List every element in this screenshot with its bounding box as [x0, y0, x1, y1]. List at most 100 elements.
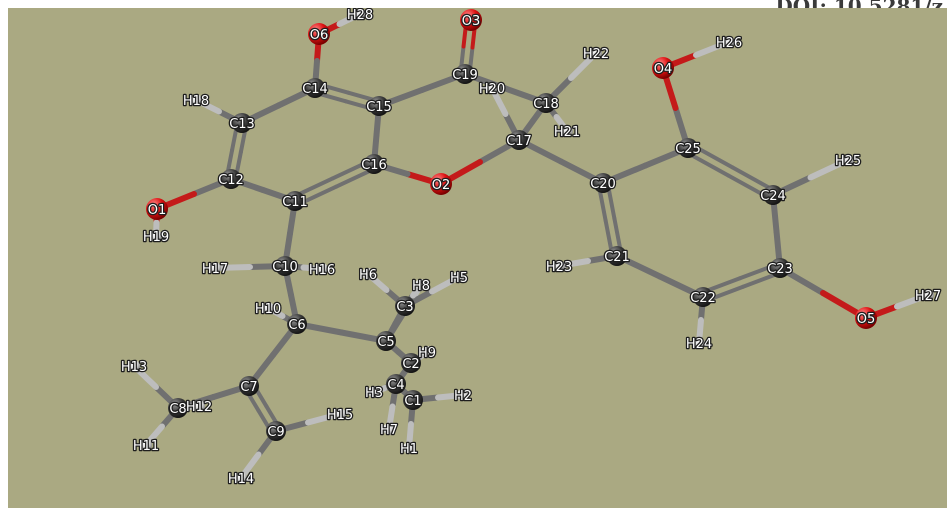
atom-c18[interactable]	[536, 93, 556, 113]
atom-label-c14: C14	[302, 82, 328, 97]
atom-h15[interactable]	[334, 408, 346, 420]
atom-label-h12: H12	[186, 400, 212, 415]
atom-o1[interactable]	[146, 198, 168, 220]
atom-h20[interactable]	[486, 82, 498, 94]
atom-label-h17: H17	[202, 262, 228, 277]
atom-label-c7: C7	[240, 380, 257, 395]
atom-h28[interactable]	[354, 8, 366, 20]
atom-label-c24: C24	[760, 189, 786, 204]
atom-h10[interactable]	[262, 302, 274, 314]
atom-label-h5: H5	[450, 271, 468, 286]
atom-h9[interactable]	[421, 346, 433, 358]
atom-h8[interactable]	[415, 279, 427, 291]
atom-o6[interactable]	[308, 23, 330, 45]
atom-label-h22: H22	[583, 47, 609, 62]
atom-c13[interactable]	[232, 113, 252, 133]
atom-o5[interactable]	[855, 307, 877, 329]
atom-c16[interactable]	[364, 154, 384, 174]
atom-layer	[128, 8, 934, 484]
atom-h7[interactable]	[383, 423, 395, 435]
atom-label-c10: C10	[272, 260, 298, 275]
atom-c4[interactable]	[386, 374, 406, 394]
atom-label-h8: H8	[412, 279, 430, 294]
label-layer: C1C2C3C4C5C6C7C8C9C10C11C12C13C14C15C16C…	[120, 7, 943, 489]
atom-c20[interactable]	[593, 173, 613, 193]
atom-label-h10: H10	[255, 302, 281, 317]
atom-c7[interactable]	[239, 376, 259, 396]
atom-label-c16: C16	[361, 158, 387, 173]
atom-c3[interactable]	[395, 296, 415, 316]
molecule-3d-view[interactable]: C1C2C3C4C5C6C7C8C9C10C11C12C13C14C15C16C…	[8, 7, 947, 508]
atom-h26[interactable]	[723, 36, 735, 48]
atom-label-c17: C17	[506, 134, 532, 149]
atom-c8[interactable]	[168, 398, 188, 418]
atom-label-c9: C9	[267, 425, 284, 440]
atom-c12[interactable]	[221, 169, 241, 189]
atom-h3[interactable]	[368, 386, 380, 398]
atom-c25[interactable]	[678, 138, 698, 158]
atom-label-h15: H15	[327, 408, 353, 423]
atom-h17[interactable]	[209, 262, 221, 274]
atom-label-c19: C19	[452, 68, 478, 83]
atom-c14[interactable]	[305, 78, 325, 98]
atom-label-h11: H11	[133, 439, 159, 454]
atom-label-h26: H26	[716, 36, 742, 51]
atom-label-c22: C22	[690, 291, 716, 306]
atom-h23[interactable]	[553, 260, 565, 272]
atom-c19[interactable]	[455, 64, 475, 84]
atom-label-h3: H3	[365, 386, 383, 401]
atom-h22[interactable]	[590, 47, 602, 59]
atom-label-h7: H7	[380, 423, 398, 438]
atom-c10[interactable]	[275, 256, 295, 276]
atom-h19[interactable]	[150, 230, 162, 242]
atom-label-o2: O2	[432, 178, 451, 193]
atom-h1[interactable]	[403, 442, 415, 454]
atom-h21[interactable]	[561, 125, 573, 137]
atom-c15[interactable]	[369, 96, 389, 116]
atom-label-o4: O4	[654, 62, 673, 77]
atom-c22[interactable]	[693, 287, 713, 307]
atom-c9[interactable]	[266, 421, 286, 441]
atom-label-h27: H27	[915, 289, 941, 304]
atom-c2[interactable]	[401, 353, 421, 373]
bond-half-b	[807, 157, 851, 181]
atom-h2[interactable]	[457, 389, 469, 401]
atom-c11[interactable]	[285, 191, 305, 211]
atom-c23[interactable]	[770, 258, 790, 278]
atom-label-h6: H6	[359, 268, 377, 283]
atom-label-h16: H16	[309, 263, 335, 278]
atom-o2[interactable]	[430, 173, 452, 195]
atom-label-c18: C18	[533, 97, 559, 112]
atom-h27[interactable]	[922, 289, 934, 301]
atom-label-h28: H28	[347, 8, 373, 23]
atom-h11[interactable]	[140, 439, 152, 451]
atom-label-h13: H13	[121, 360, 147, 375]
atom-h13[interactable]	[128, 360, 140, 372]
atom-h12[interactable]	[193, 400, 205, 412]
atom-h16[interactable]	[316, 263, 328, 275]
atom-h18[interactable]	[190, 94, 202, 106]
atom-label-c15: C15	[366, 100, 392, 115]
atom-label-c3: C3	[396, 300, 413, 315]
atom-h5[interactable]	[453, 271, 465, 283]
atom-o3[interactable]	[460, 9, 482, 31]
atom-label-c23: C23	[767, 262, 793, 277]
viewport-background	[8, 8, 947, 508]
atom-label-c4: C4	[387, 378, 404, 393]
atom-h14[interactable]	[235, 472, 247, 484]
atom-c21[interactable]	[607, 246, 627, 266]
atom-c17[interactable]	[509, 130, 529, 150]
atom-label-c2: C2	[402, 357, 419, 372]
atom-c1[interactable]	[403, 390, 423, 410]
atom-c24[interactable]	[763, 185, 783, 205]
atom-label-c6: C6	[288, 318, 305, 333]
atom-c6[interactable]	[287, 314, 307, 334]
atom-label-h24: H24	[686, 337, 712, 352]
atom-h25[interactable]	[842, 154, 854, 166]
atom-o4[interactable]	[652, 57, 674, 79]
atom-h24[interactable]	[693, 337, 705, 349]
atom-h6[interactable]	[362, 268, 374, 280]
atom-c5[interactable]	[376, 331, 396, 351]
atom-label-c21: C21	[604, 250, 630, 265]
